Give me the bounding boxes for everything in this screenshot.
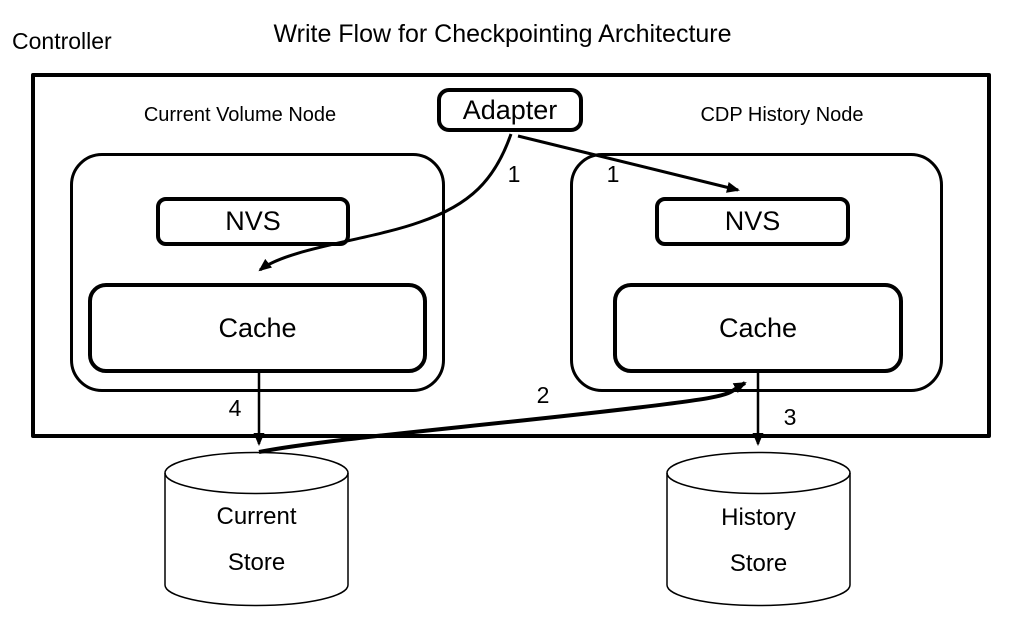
current-volume-node-label: Current Volume Node xyxy=(143,104,337,126)
current-nvs-label: NVS xyxy=(225,206,281,236)
current-volume-node-box xyxy=(70,153,445,392)
history-store-label-line1: History xyxy=(721,504,796,531)
current-cache-box: Cache xyxy=(88,283,427,373)
adapter-label: Adapter xyxy=(462,94,558,125)
current-store-label-line1: Current xyxy=(216,503,297,530)
current-nvs-box: NVS xyxy=(156,197,350,246)
flow-step-3-label: 3 xyxy=(783,404,797,430)
history-store-label-line2: Store xyxy=(729,550,788,577)
current-store-label-line2: Store xyxy=(227,549,286,576)
history-nvs-box: NVS xyxy=(655,197,850,246)
cdp-history-node-label: CDP History Node xyxy=(700,104,864,126)
flow-step-4-label: 4 xyxy=(228,395,242,421)
controller-label: Controller xyxy=(12,28,112,54)
current-cache-label: Cache xyxy=(218,312,297,343)
flow-step-1-right-label: 1 xyxy=(606,161,620,187)
history-cache-label: Cache xyxy=(718,312,798,343)
adapter-box: Adapter xyxy=(437,88,583,132)
cdp-history-node-box xyxy=(570,153,943,392)
flow-step-1-left-label: 1 xyxy=(507,161,521,187)
flow-step-2-label: 2 xyxy=(536,382,550,408)
diagram-title: Write Flow for Checkpointing Architectur… xyxy=(273,20,732,48)
history-nvs-label: NVS xyxy=(724,206,781,236)
history-cache-box: Cache xyxy=(613,283,903,373)
